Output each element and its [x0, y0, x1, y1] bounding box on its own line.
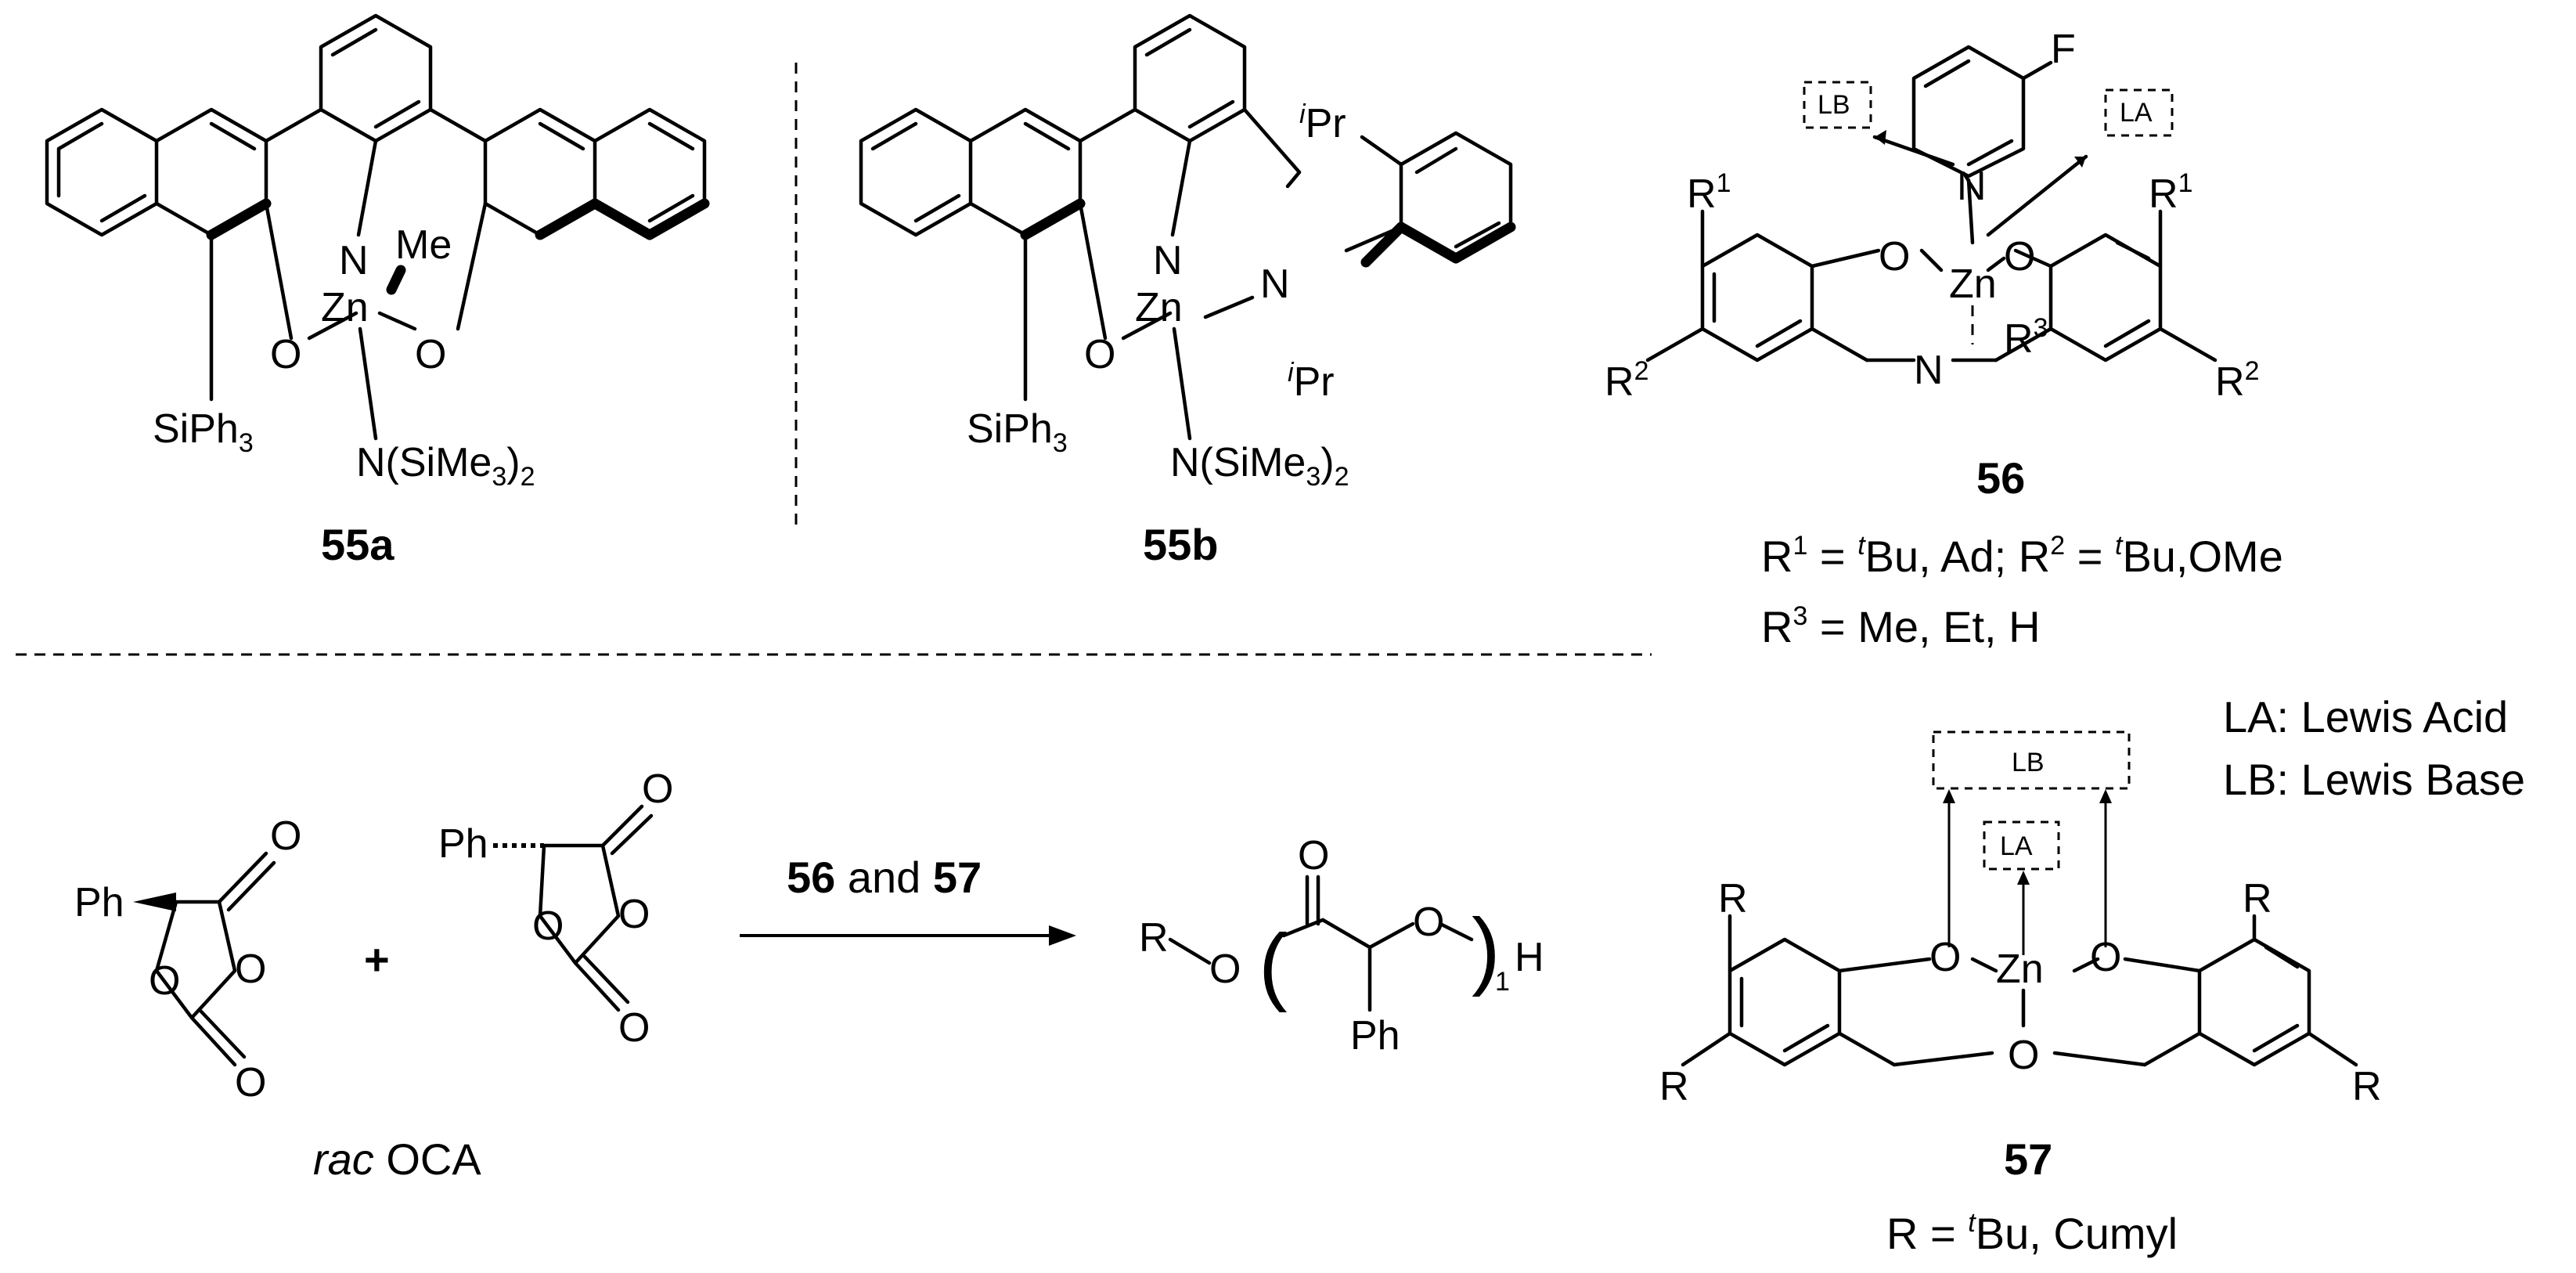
product-paren-left: (	[1259, 917, 1288, 1013]
atom-55a-Me: Me	[395, 222, 452, 268]
arrow-label: 56 and 57	[787, 853, 982, 902]
56-substituents-line2: R3 = Me, Et, H	[1761, 601, 2041, 651]
atom-m1-O-carbonyl2: O	[235, 1060, 266, 1105]
atom-55b-N: N	[1153, 238, 1183, 283]
product-O-carbonyl: O	[1298, 833, 1329, 878]
atom-55b-iPr-bottom: iPr	[1288, 358, 1335, 405]
reaction-arrow: 56 and 57	[740, 853, 1076, 946]
57-lewis-acid-box	[1983, 820, 2060, 871]
atom-56-N-pyridine: N	[1957, 164, 1987, 209]
atom-55a-Zn: Zn	[321, 285, 369, 330]
atom-56-R1-right: R1	[2149, 168, 2192, 217]
atom-m1-O-carbonyl1: O	[270, 813, 301, 859]
atom-55a-O-right: O	[415, 332, 446, 377]
atom-56-F: F	[2051, 27, 2076, 72]
atom-57-R-bottomright: R	[2352, 1064, 2382, 1109]
legend-lewis-acid: LA: Lewis Acid	[2223, 692, 2508, 741]
compound-57: O Zn O O R R R R LB LA 57 R = tBu, Cumyl	[1659, 730, 2382, 1258]
atom-55a-SiPh3: SiPh3	[153, 406, 254, 458]
atom-57-O-right: O	[2090, 935, 2121, 980]
compound-56-label: 56	[1976, 453, 2025, 503]
atom-56-R1-left: R1	[1687, 168, 1731, 217]
atom-m2-Ph: Ph	[438, 821, 488, 867]
atom-55b-SiPh3: SiPh3	[967, 406, 1068, 458]
product-O-ester: O	[1209, 947, 1241, 992]
product-Ph: Ph	[1350, 1013, 1400, 1058]
monomer-caption: rac OCA	[313, 1134, 481, 1184]
product-polymer: R O ( O O Ph ) 1 H	[1139, 833, 1544, 1058]
56-lewis-base-box	[1803, 81, 1872, 129]
atom-56-R2-left: R2	[1605, 356, 1648, 405]
monomer-2: Ph O O O O	[438, 766, 673, 1051]
atom-55b-O: O	[1084, 332, 1115, 377]
atom-m2-O-carbonyl1: O	[642, 766, 673, 812]
atom-55b-iPr-top: iPr	[1299, 99, 1346, 146]
atom-55b-amide: N(SiMe3)2	[1170, 440, 1349, 492]
atom-57-Zn: Zn	[1996, 947, 2044, 992]
atom-m1-O-ring2: O	[149, 958, 180, 1004]
atom-56-R2-right: R2	[2215, 356, 2259, 405]
atom-57-O-left: O	[1929, 935, 1961, 980]
atom-55b-Zn: Zn	[1135, 285, 1183, 330]
atom-57-R-bottomleft: R	[1659, 1064, 1689, 1109]
atom-m2-O-ring2: O	[532, 903, 564, 949]
atom-56-R3: R3	[2004, 313, 2048, 362]
atom-55a-amide: N(SiMe3)2	[356, 440, 535, 492]
56-lewis-acid-box	[2104, 88, 2174, 137]
57-lewis-base-label: LB	[2012, 748, 2045, 777]
atom-57-R-topright: R	[2243, 876, 2272, 921]
compound-56: F N Zn O O N R1 R1 R2 R2 R3 LB LA 56 R1 …	[1605, 27, 2283, 651]
56-substituents-line1: R1 = tBu, Ad; R2 = tBu,OMe	[1761, 531, 2283, 581]
atom-55b-N-imine: N	[1260, 261, 1290, 307]
compound-55a-label: 55a	[321, 520, 395, 569]
atom-m2-O-carbonyl2: O	[618, 1005, 650, 1051]
compound-57-label: 57	[2004, 1134, 2052, 1184]
atom-55a-N: N	[339, 238, 369, 283]
product-paren-right: )	[1472, 901, 1501, 997]
atom-56-O-right: O	[2004, 234, 2035, 279]
atom-57-O-bridge: O	[2008, 1033, 2039, 1078]
atom-56-N-amine: N	[1914, 348, 1944, 393]
atom-m2-O-ring1: O	[618, 892, 650, 937]
product-H: H	[1515, 935, 1544, 980]
legend-lewis-base: LB: Lewis Base	[2223, 755, 2525, 804]
product-O-backbone: O	[1413, 900, 1444, 945]
compound-55a: N Zn O O Me SiPh3 N(SiMe3)2 55a	[45, 13, 710, 569]
compound-55b-label: 55b	[1143, 520, 1219, 569]
plus-sign: +	[364, 935, 390, 984]
57-lewis-acid-label: LA	[2000, 831, 2033, 861]
56-lewis-base-label: LB	[1818, 90, 1850, 120]
monomer-1: Ph O O O O	[74, 813, 301, 1105]
product-R: R	[1139, 915, 1169, 961]
compound-55b: N Zn N O iPr iPr SiPh3 N(SiMe3)2 55b	[859, 13, 1516, 569]
atom-m1-Ph: Ph	[74, 880, 124, 925]
product-subscript: 1	[1495, 967, 1510, 997]
atom-m1-O-ring1: O	[235, 947, 266, 992]
atom-56-Zn: Zn	[1949, 261, 1997, 307]
57-substituents: R = tBu, Cumyl	[1886, 1208, 2178, 1258]
56-lewis-acid-label: LA	[2120, 98, 2153, 128]
atom-56-O-left: O	[1879, 234, 1910, 279]
atom-55a-O-left: O	[270, 332, 301, 377]
atom-57-R-topleft: R	[1718, 876, 1748, 921]
